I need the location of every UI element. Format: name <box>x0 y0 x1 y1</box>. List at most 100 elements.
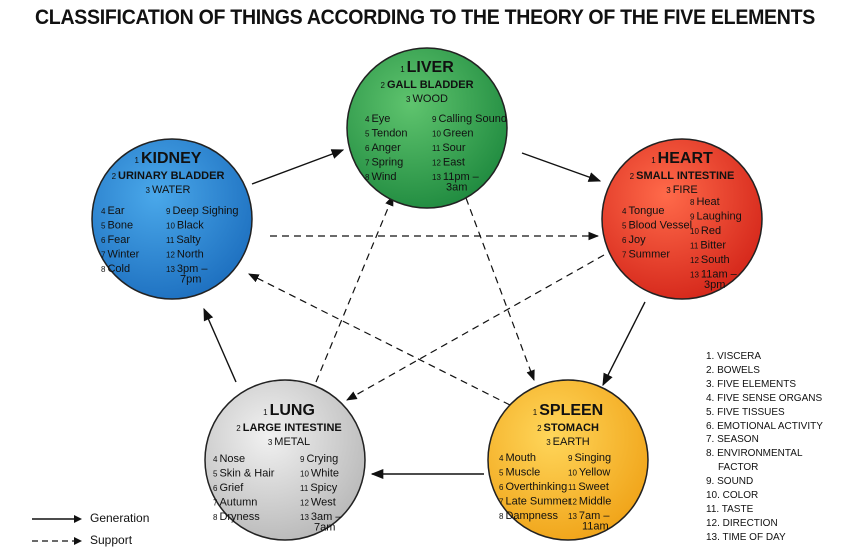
legend-support: Support <box>30 533 190 555</box>
legend: Generation Support <box>30 511 190 555</box>
key-item: 11. TASTE <box>706 503 754 515</box>
key-item: 9. SOUND <box>706 476 754 488</box>
dashed-arrow-icon <box>32 537 82 545</box>
key-item: FACTOR <box>718 462 759 474</box>
support-arrows <box>248 195 605 406</box>
spleen-time-end: 11am <box>582 521 609 533</box>
key-item: 13. TIME OF DAY <box>706 531 786 543</box>
support-heart-to-lung <box>346 254 605 401</box>
legend-generation: Generation <box>30 511 190 533</box>
key-item: 3. FIVE ELEMENTS <box>706 378 797 390</box>
support-liver-to-spleen <box>465 197 535 382</box>
heart-circle <box>601 138 763 300</box>
arrow-heart-to-spleen <box>602 301 646 387</box>
kidney-circle <box>91 138 253 300</box>
diagram-title: CLASSIFICATION OF THINGS ACCORDING TO TH… <box>34 6 816 29</box>
liver-time-end: 3am <box>446 182 467 194</box>
lung-circle <box>204 379 366 541</box>
key-item: 1. VISCERA <box>706 351 762 362</box>
lung-time-end: 7am <box>314 522 335 534</box>
spleen-circle <box>487 379 649 541</box>
key-item: 10. COLOR <box>706 490 759 502</box>
arrow-liver-to-heart <box>521 152 602 182</box>
key-item: 7. SEASON <box>706 434 759 446</box>
key-item: 12. DIRECTION <box>706 517 778 529</box>
generation-arrows <box>203 149 646 480</box>
heart-time-end: 3pm <box>704 279 725 291</box>
key-item: 6. EMOTIONAL ACTIVITY <box>706 420 823 432</box>
kidney-time-end: 7pm <box>180 274 201 286</box>
support-spleen-to-kidney <box>248 273 511 406</box>
legend-support-label: Support <box>90 533 133 547</box>
support-lung-to-liver <box>315 195 394 383</box>
legend-generation-label: Generation <box>90 511 150 525</box>
key-item: 8. ENVIRONMENTAL <box>706 448 803 460</box>
arrow-lung-to-kidney <box>203 307 237 383</box>
key-item: 4. FIVE SENSE ORGANS <box>706 392 823 404</box>
solid-arrow-icon <box>32 515 82 523</box>
